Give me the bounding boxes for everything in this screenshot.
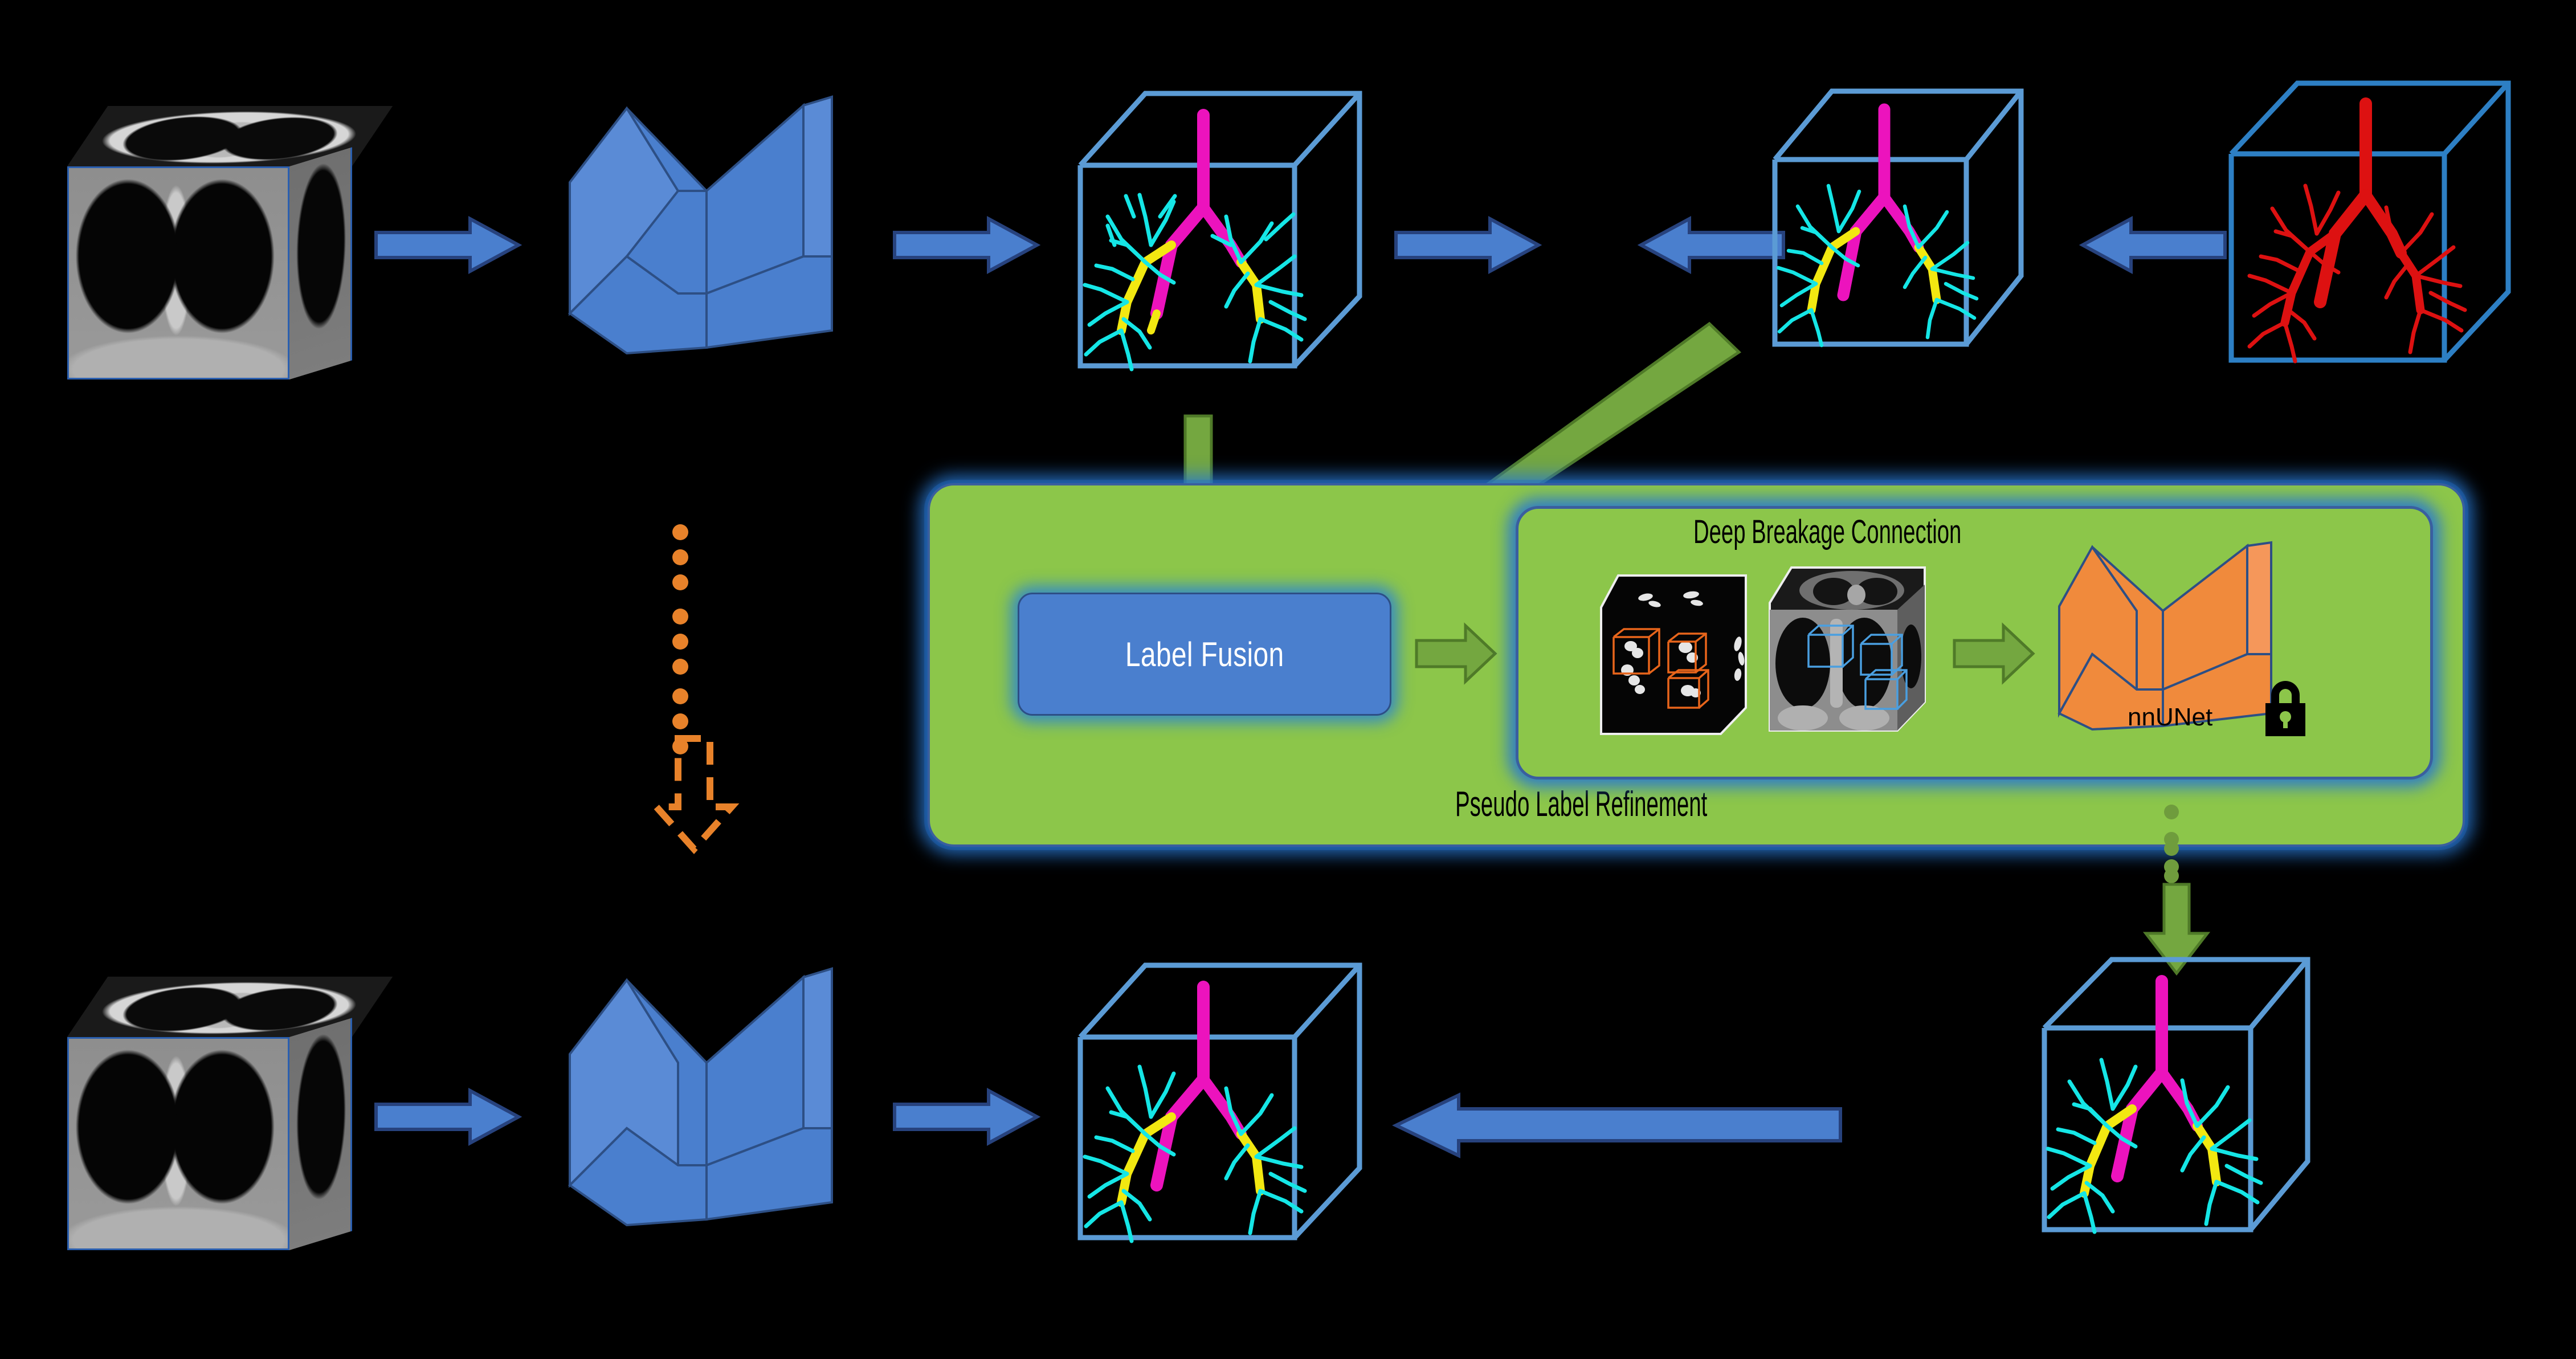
label-fusion-title: Label Fusion	[1125, 635, 1284, 674]
arrow-unet-to-pred-top	[893, 215, 1041, 275]
unet-model-bottom	[536, 957, 860, 1227]
dotted-orange-iteration-line	[672, 524, 695, 695]
label-fusion-box[interactable]: Label Fusion	[1018, 593, 1391, 716]
arrow-gt-to-pseudo-left	[1637, 215, 1785, 275]
nnunet-label: nnUNet	[2128, 703, 2213, 731]
ct-patch-cube-with-detection-boxes	[1756, 560, 1933, 742]
arrow-refined-to-pred-bottom	[1392, 1092, 1842, 1158]
arrow-dbc-down-to-refined	[2142, 883, 2211, 976]
refined-pseudo-label-airway-tree-cube	[2027, 942, 2312, 1244]
arrow-patches-to-nnunet	[1953, 622, 2035, 685]
pseudo-label-airway-tree-cube	[1758, 74, 2026, 359]
unet-model-top	[536, 85, 860, 355]
nnunet-model	[2051, 541, 2302, 731]
arrow-ct-to-unet-bottom	[374, 1087, 522, 1146]
ct-coronal-slice-face	[67, 166, 289, 379]
arrow-fusion-to-dbc	[1415, 622, 1497, 685]
pseudo-label-refinement-title: Pseudo Label Refinement	[1455, 785, 1708, 824]
ct-sagittal-slice-face	[289, 1017, 352, 1250]
refined-prediction-airway-tree-cube	[1060, 946, 1367, 1254]
lock-closed-icon	[2257, 678, 2313, 741]
arrow-unet-to-pred-bottom	[893, 1087, 1041, 1146]
ct-coronal-slice-face	[67, 1036, 289, 1250]
deep-breakage-connection-title: Deep Breakage Connection	[1693, 513, 1962, 550]
ct-volume-cube-input-top	[67, 106, 393, 379]
ground-truth-airway-tree-cube	[2216, 68, 2513, 376]
predicted-airway-tree-cube-top	[1060, 74, 1367, 382]
arrow-gt-to-pseudo-left-2	[2079, 215, 2227, 275]
ct-volume-cube-input-bottom	[67, 977, 393, 1250]
arrow-iteration-loop-dashed	[637, 735, 751, 860]
breakage-heatmap-cube	[1585, 566, 1756, 743]
arrow-pred-to-pseudo-top	[1394, 215, 1542, 275]
ct-sagittal-slice-face	[289, 146, 352, 379]
arrow-ct-to-unet-top	[374, 215, 522, 275]
